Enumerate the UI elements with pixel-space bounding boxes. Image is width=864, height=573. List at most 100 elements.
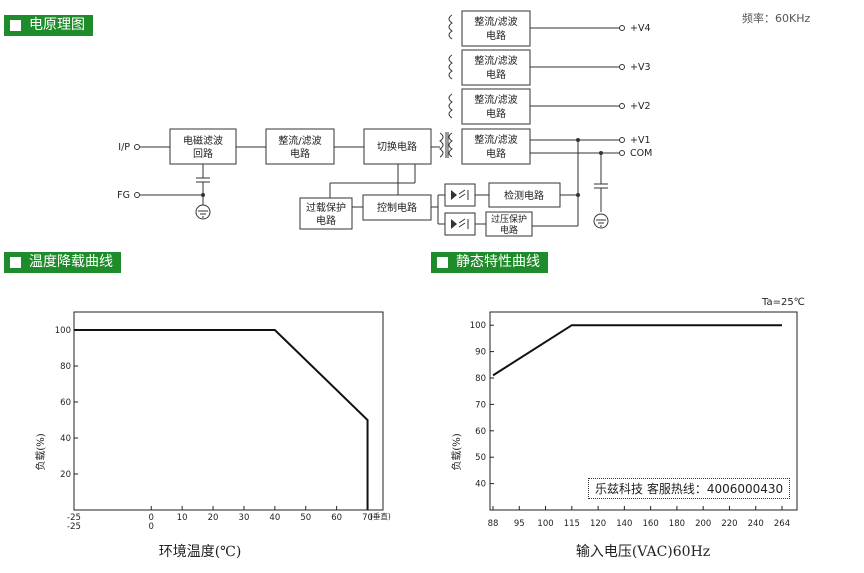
diagram-wires [140, 27, 620, 227]
ground-icon [195, 204, 211, 220]
static-x-tick-label: 264 [774, 519, 790, 529]
derating-x-tick-label: -25 [67, 522, 81, 532]
derating-y-tick-label: 20 [60, 470, 71, 480]
static-x-tick-label: 120 [590, 519, 606, 529]
emi-filter-label-1: 电磁滤波 [183, 134, 223, 147]
rectifier-label-2: 电路 [290, 147, 310, 160]
derating-x-tick-label: 20 [208, 513, 219, 523]
derating-header-label: 温度降载曲线 [29, 254, 113, 270]
derating-x-tick-label: 40 [269, 513, 280, 523]
output-rectifier-label-1: 整流/滤波 [474, 93, 517, 106]
rectifier-filter-block: 整流/滤波 电路 [265, 128, 335, 165]
static-y-tick-label: 100 [470, 321, 486, 331]
static-x-tick-label: 180 [669, 519, 685, 529]
static-header-label: 静态特性曲线 [456, 254, 540, 270]
output-rectifier-label-1: 整流/滤波 [474, 133, 517, 146]
output-com-label: COM [630, 148, 652, 159]
output-v4-label: +V4 [630, 23, 651, 34]
derating-x-tick-label: -25 [67, 513, 81, 523]
static-y-axis: 40 50 60 70 80 90 100 [470, 321, 494, 490]
emi-filter-label-2: 回路 [193, 147, 213, 160]
output-v1-label: +V1 [630, 135, 651, 146]
derating-y-tick-label: 80 [60, 362, 71, 372]
switching-block: 切换电路 [363, 128, 432, 165]
static-series-line [492, 324, 782, 377]
static-y-tick-label: 90 [475, 348, 486, 358]
static-x-tick-label: 95 [514, 519, 525, 529]
overload-label-2: 电路 [316, 214, 336, 227]
control-label: 控制电路 [377, 201, 417, 214]
output-rectifier-v1-block: 整流/滤波 电路 [461, 128, 531, 165]
transformer-icon [431, 14, 453, 158]
derating-header: 温度降载曲线 [4, 252, 121, 273]
derating-series-line [74, 329, 369, 510]
diagram-terminals [134, 25, 625, 198]
frequency-label: 频率：60KHz [742, 12, 811, 25]
static-y-tick-label: 50 [475, 453, 486, 463]
output-rectifier-label-2: 电路 [486, 147, 506, 160]
detection-label: 检测电路 [504, 189, 544, 202]
emi-filter-block: 电磁滤波 回路 [169, 128, 237, 165]
derating-x-tick-label: 30 [239, 513, 250, 523]
output-rectifier-v2-block: 整流/滤波 电路 [461, 88, 531, 125]
static-x-label: 输入电压(VAC)60Hz [576, 544, 710, 560]
static-y-tick-label: 70 [475, 400, 486, 410]
output-rectifier-v4-block: 整流/滤波 电路 [461, 10, 531, 47]
derating-y-axis: 20 40 60 80 100 [55, 326, 78, 480]
hotline-watermark: 乐兹科技 客服热线：4006000430 [588, 478, 791, 499]
header-square-icon [437, 257, 448, 268]
derating-x-tick-label: 50 [300, 513, 311, 523]
overvoltage-label-2: 电路 [500, 224, 518, 236]
static-x-tick-label: 200 [695, 519, 711, 529]
output-rectifier-label-1: 整流/滤波 [474, 15, 517, 28]
optocoupler-icon [444, 183, 476, 207]
overload-label-1: 过载保护 [306, 201, 346, 214]
block-diagram: 电磁滤波 回路 整流/滤波 电路 切换电路 整流/滤波 电路 整流/滤波 电路 … [117, 10, 652, 237]
static-x-tick-label: 160 [643, 519, 659, 529]
optocoupler-icon [444, 212, 476, 236]
static-x-tick-label: 240 [748, 519, 764, 529]
schematic-header: 电原理图 [4, 15, 93, 36]
static-annotation: Ta=25℃ [762, 297, 805, 308]
overvoltage-label-1: 过压保护 [491, 213, 527, 225]
derating-x-tick-label: 0 [149, 522, 154, 532]
input-label: I/P [118, 142, 130, 153]
static-y-tick-label: 60 [475, 427, 486, 437]
static-x-tick-label: 220 [721, 519, 737, 529]
static-y-tick-label: 80 [475, 374, 486, 384]
derating-y-tick-label: 100 [55, 326, 71, 336]
static-x-tick-label: 100 [537, 519, 553, 529]
derating-x-tick-label: 10 [177, 513, 188, 523]
fg-label: FG [117, 190, 130, 201]
output-rectifier-label-1: 整流/滤波 [474, 54, 517, 67]
derating-x-label: 环境温度(℃) [159, 544, 242, 560]
derating-x-tick-label: 70 [362, 513, 373, 523]
output-rectifier-label-2: 电路 [486, 68, 506, 81]
static-x-tick-label: 88 [488, 519, 499, 529]
derating-x-tick-label: 60 [331, 513, 342, 523]
header-square-icon [10, 257, 21, 268]
output-v2-label: +V2 [630, 101, 651, 112]
output-rectifier-label-2: 电路 [486, 107, 506, 120]
derating-y-tick-label: 60 [60, 398, 71, 408]
switching-label: 切换电路 [377, 140, 417, 153]
output-v3-label: +V3 [630, 62, 651, 73]
static-x-tick-label: 140 [616, 519, 632, 529]
detection-block: 检测电路 [488, 182, 561, 208]
header-square-icon [10, 20, 21, 31]
rectifier-label-1: 整流/滤波 [278, 134, 321, 147]
output-rectifier-label-2: 电路 [486, 29, 506, 42]
ground-icon [593, 213, 609, 229]
derating-y-tick-label: 40 [60, 434, 71, 444]
derating-plot-frame [73, 311, 384, 511]
static-header: 静态特性曲线 [431, 252, 548, 273]
schematic-header-label: 电原理图 [29, 17, 85, 33]
static-y-tick-label: 40 [475, 480, 486, 490]
output-rectifier-v3-block: 整流/滤波 电路 [461, 49, 531, 86]
overvoltage-protection-block: 过压保护 电路 [485, 211, 533, 237]
derating-x-note: (垂直) [370, 511, 391, 521]
overload-protection-block: 过载保护 电路 [299, 197, 353, 230]
derating-x-tick-label: 0 [149, 513, 154, 523]
